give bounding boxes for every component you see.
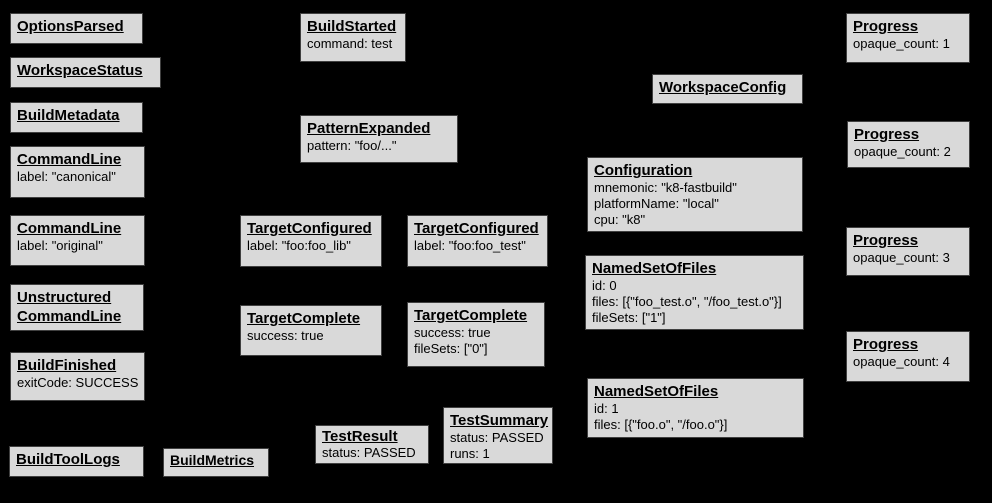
event-box-build-started: BuildStarted command: test xyxy=(300,13,406,62)
event-box-progress-4: Progress opaque_count: 4 xyxy=(846,331,970,382)
event-box-named-set-of-files-0: NamedSetOfFiles id: 0 files: [{"foo_test… xyxy=(585,255,804,330)
event-field: id: 1 xyxy=(594,401,619,416)
event-box-command-line-canonical: CommandLine label: "canonical" xyxy=(10,146,145,198)
event-title: BuildMetadata xyxy=(17,107,120,124)
event-field: pattern: "foo/..." xyxy=(307,138,397,153)
event-box-progress-1: Progress opaque_count: 1 xyxy=(846,13,970,63)
event-field: mnemonic: "k8-fastbuild" xyxy=(594,180,737,195)
event-title: NamedSetOfFiles xyxy=(594,383,719,400)
event-box-target-configured-foo-lib: TargetConfigured label: "foo:foo_lib" xyxy=(240,215,382,267)
event-box-build-metrics: BuildMetrics xyxy=(163,448,269,477)
event-field: fileSets: ["1"] xyxy=(592,310,666,325)
event-field: id: 0 xyxy=(592,278,617,293)
event-field: label: "foo:foo_lib" xyxy=(247,238,351,253)
event-field: exitCode: SUCCESS xyxy=(17,375,139,390)
event-box-named-set-of-files-1: NamedSetOfFiles id: 1 files: [{"foo.o", … xyxy=(587,378,804,438)
event-box-target-complete-foo-test: TargetComplete success: true fileSets: [… xyxy=(407,302,545,367)
event-field: label: "canonical" xyxy=(17,169,116,184)
event-box-workspace-config: WorkspaceConfig xyxy=(652,74,803,104)
event-title: TargetComplete xyxy=(414,307,528,324)
event-field: label: "original" xyxy=(17,238,103,253)
event-title: PatternExpanded xyxy=(307,120,431,137)
event-title: TargetComplete xyxy=(247,310,361,327)
event-title: TestResult xyxy=(322,428,398,445)
event-title: Progress xyxy=(854,126,920,143)
event-field: status: PASSED xyxy=(450,430,544,445)
event-title: NamedSetOfFiles xyxy=(592,260,717,277)
event-title: Unstructured CommandLine xyxy=(17,289,122,325)
event-title: BuildMetrics xyxy=(170,452,255,468)
event-title: Progress xyxy=(853,336,919,353)
event-field: opaque_count: 4 xyxy=(853,354,950,369)
event-field: runs: 1 xyxy=(450,446,490,461)
event-field: opaque_count: 1 xyxy=(853,36,950,51)
event-title: BuildToolLogs xyxy=(16,451,120,468)
event-box-workspace-status: WorkspaceStatus xyxy=(10,57,161,88)
event-title: Progress xyxy=(853,232,919,249)
event-box-target-complete-foo-lib: TargetComplete success: true xyxy=(240,305,382,356)
event-box-pattern-expanded: PatternExpanded pattern: "foo/..." xyxy=(300,115,458,163)
event-box-progress-3: Progress opaque_count: 3 xyxy=(846,227,970,276)
event-box-command-line-original: CommandLine label: "original" xyxy=(10,215,145,266)
event-field: cpu: "k8" xyxy=(594,212,646,227)
event-box-configuration: Configuration mnemonic: "k8-fastbuild" p… xyxy=(587,157,803,232)
event-title: OptionsParsed xyxy=(17,18,124,35)
event-title: BuildStarted xyxy=(307,18,397,35)
event-title: WorkspaceConfig xyxy=(659,79,787,96)
event-title: TargetConfigured xyxy=(414,220,539,237)
event-box-target-configured-foo-test: TargetConfigured label: "foo:foo_test" xyxy=(407,215,548,267)
event-title: CommandLine xyxy=(17,151,122,168)
event-field: files: [{"foo.o", "/foo.o"}] xyxy=(594,417,728,432)
event-box-unstructured-command-line: Unstructured CommandLine xyxy=(10,284,144,331)
event-field: success: true xyxy=(414,325,491,340)
event-box-test-result: TestResult status: PASSED xyxy=(315,425,429,464)
event-box-test-summary: TestSummary status: PASSED runs: 1 xyxy=(443,407,553,464)
event-field: platformName: "local" xyxy=(594,196,719,211)
event-title: BuildFinished xyxy=(17,357,117,374)
event-title: Configuration xyxy=(594,162,693,179)
event-title: Progress xyxy=(853,18,919,35)
event-box-build-tool-logs: BuildToolLogs xyxy=(9,446,144,477)
event-title: TargetConfigured xyxy=(247,220,372,237)
event-field: status: PASSED xyxy=(322,445,416,460)
event-box-build-finished: BuildFinished exitCode: SUCCESS xyxy=(10,352,145,401)
event-field: files: [{"foo_test.o", "/foo_test.o"}] xyxy=(592,294,782,309)
event-box-options-parsed: OptionsParsed xyxy=(10,13,143,44)
event-field: opaque_count: 3 xyxy=(853,250,950,265)
event-field: success: true xyxy=(247,328,324,343)
event-title: TestSummary xyxy=(450,412,549,429)
event-field: fileSets: ["0"] xyxy=(414,341,488,356)
event-field: label: "foo:foo_test" xyxy=(414,238,526,253)
event-box-progress-2: Progress opaque_count: 2 xyxy=(847,121,970,168)
event-field: command: test xyxy=(307,36,393,51)
event-field: opaque_count: 2 xyxy=(854,144,951,159)
event-title: CommandLine xyxy=(17,220,122,237)
event-title: WorkspaceStatus xyxy=(17,62,143,79)
event-box-build-metadata: BuildMetadata xyxy=(10,102,143,133)
